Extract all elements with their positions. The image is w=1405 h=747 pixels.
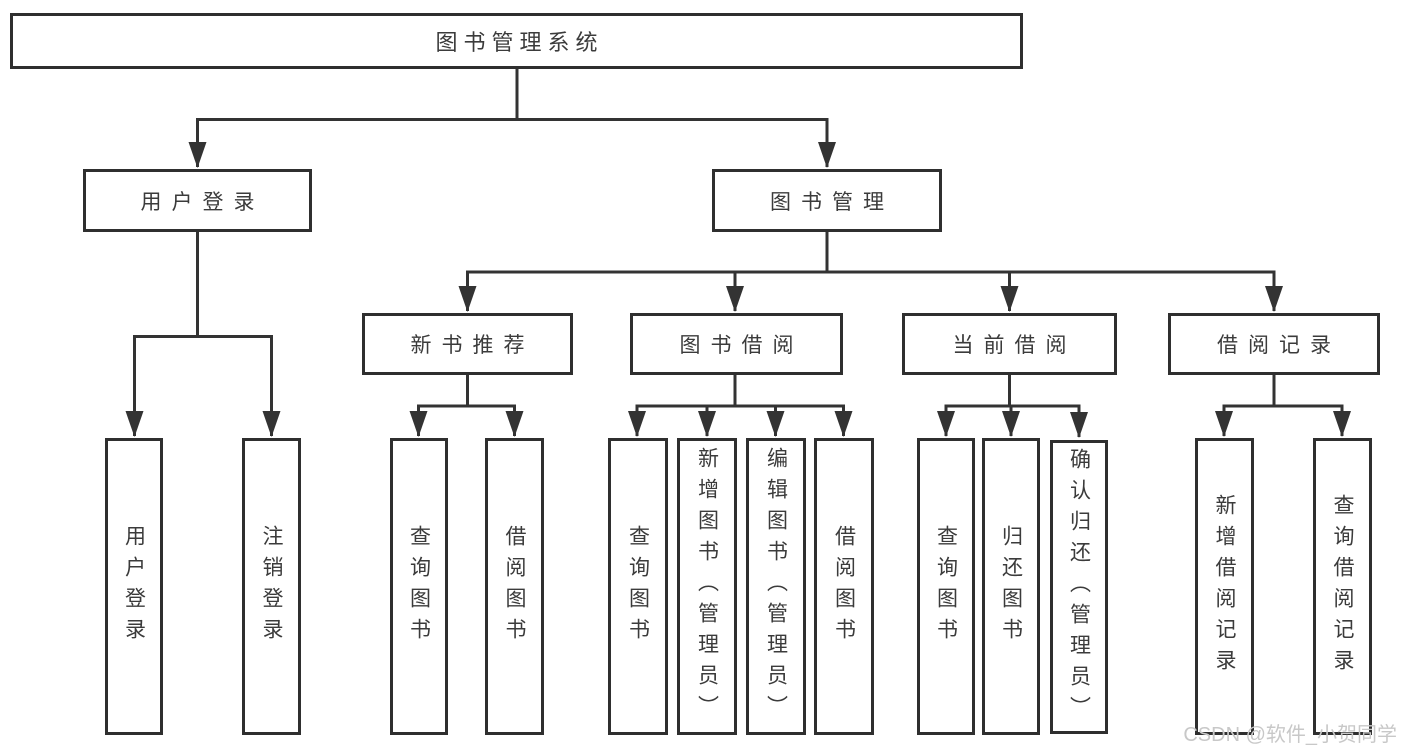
- leaf-add-borrow-record: 新增借阅记录: [1195, 438, 1254, 735]
- node-book-borrow: 图书借阅: [630, 313, 843, 375]
- leaf-logout: 注销登录: [242, 438, 301, 735]
- node-book-management: 图书管理: [712, 169, 942, 232]
- leaf-edit-book-admin: 编辑图书（管理员）: [746, 438, 806, 735]
- leaf-confirm-return-admin: 确认归还（管理员）: [1050, 440, 1108, 734]
- node-root-system: 图书管理系统: [10, 13, 1023, 69]
- leaf-borrow-book-recommend: 借阅图书: [485, 438, 544, 735]
- leaf-borrow-book: 借阅图书: [814, 438, 874, 735]
- node-new-book-recommend: 新书推荐: [362, 313, 573, 375]
- node-borrow-record: 借阅记录: [1168, 313, 1380, 375]
- leaf-query-book-current: 查询图书: [917, 438, 975, 735]
- connector-lines: [133, 69, 1344, 408]
- leaf-user-login: 用户登录: [105, 438, 163, 735]
- node-user-login: 用户登录: [83, 169, 312, 232]
- leaf-query-borrow-record: 查询借阅记录: [1313, 438, 1372, 735]
- leaf-query-book-recommend: 查询图书: [390, 438, 448, 735]
- leaf-add-book-admin: 新增图书（管理员）: [677, 438, 737, 735]
- csdn-watermark: CSDN @软件_小贺同学: [1183, 724, 1397, 746]
- node-current-borrow: 当前借阅: [902, 313, 1117, 375]
- leaf-return-book: 归还图书: [982, 438, 1040, 735]
- leaf-query-book-borrow: 查询图书: [608, 438, 668, 735]
